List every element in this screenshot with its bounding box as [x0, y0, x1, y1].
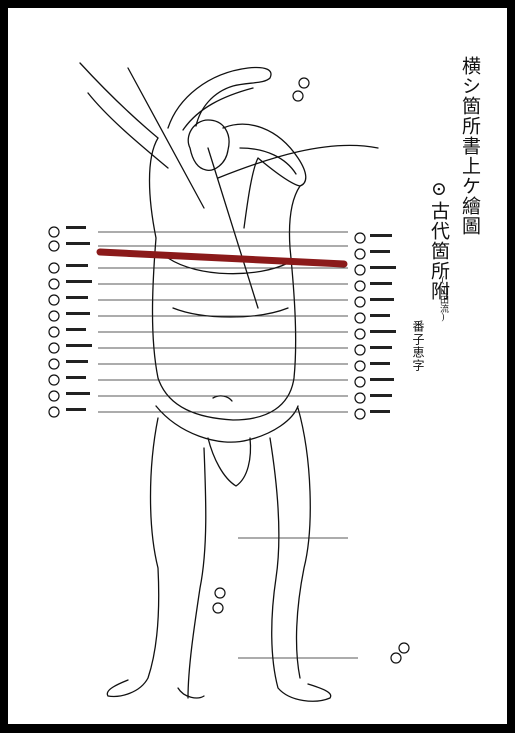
raised-arm-outline [168, 67, 271, 128]
section-note: 番子恵字 [411, 320, 425, 372]
needle-line-upper-right [218, 145, 378, 178]
highlight-bar [100, 252, 344, 264]
torso-outline [150, 138, 301, 420]
loincloth-outline [156, 406, 298, 442]
bent-arm-outline [223, 124, 306, 228]
left-leg-outline [107, 418, 158, 696]
anatomical-figure-drawing [8, 8, 507, 724]
leader-lines [98, 232, 358, 658]
right-point-markers [213, 78, 409, 663]
page-title: 横シ箇所書上ケ繪圖 [459, 56, 481, 236]
illustration-paper: 横シ箇所書上ケ繪圖 (山田流) ⊙古代箇所附 番子恵字 [8, 8, 507, 724]
section-heading: ⊙古代箇所附 [428, 178, 450, 301]
left-point-markers [49, 227, 59, 417]
right-leg-outline [270, 438, 331, 701]
navel-mark [213, 396, 232, 401]
